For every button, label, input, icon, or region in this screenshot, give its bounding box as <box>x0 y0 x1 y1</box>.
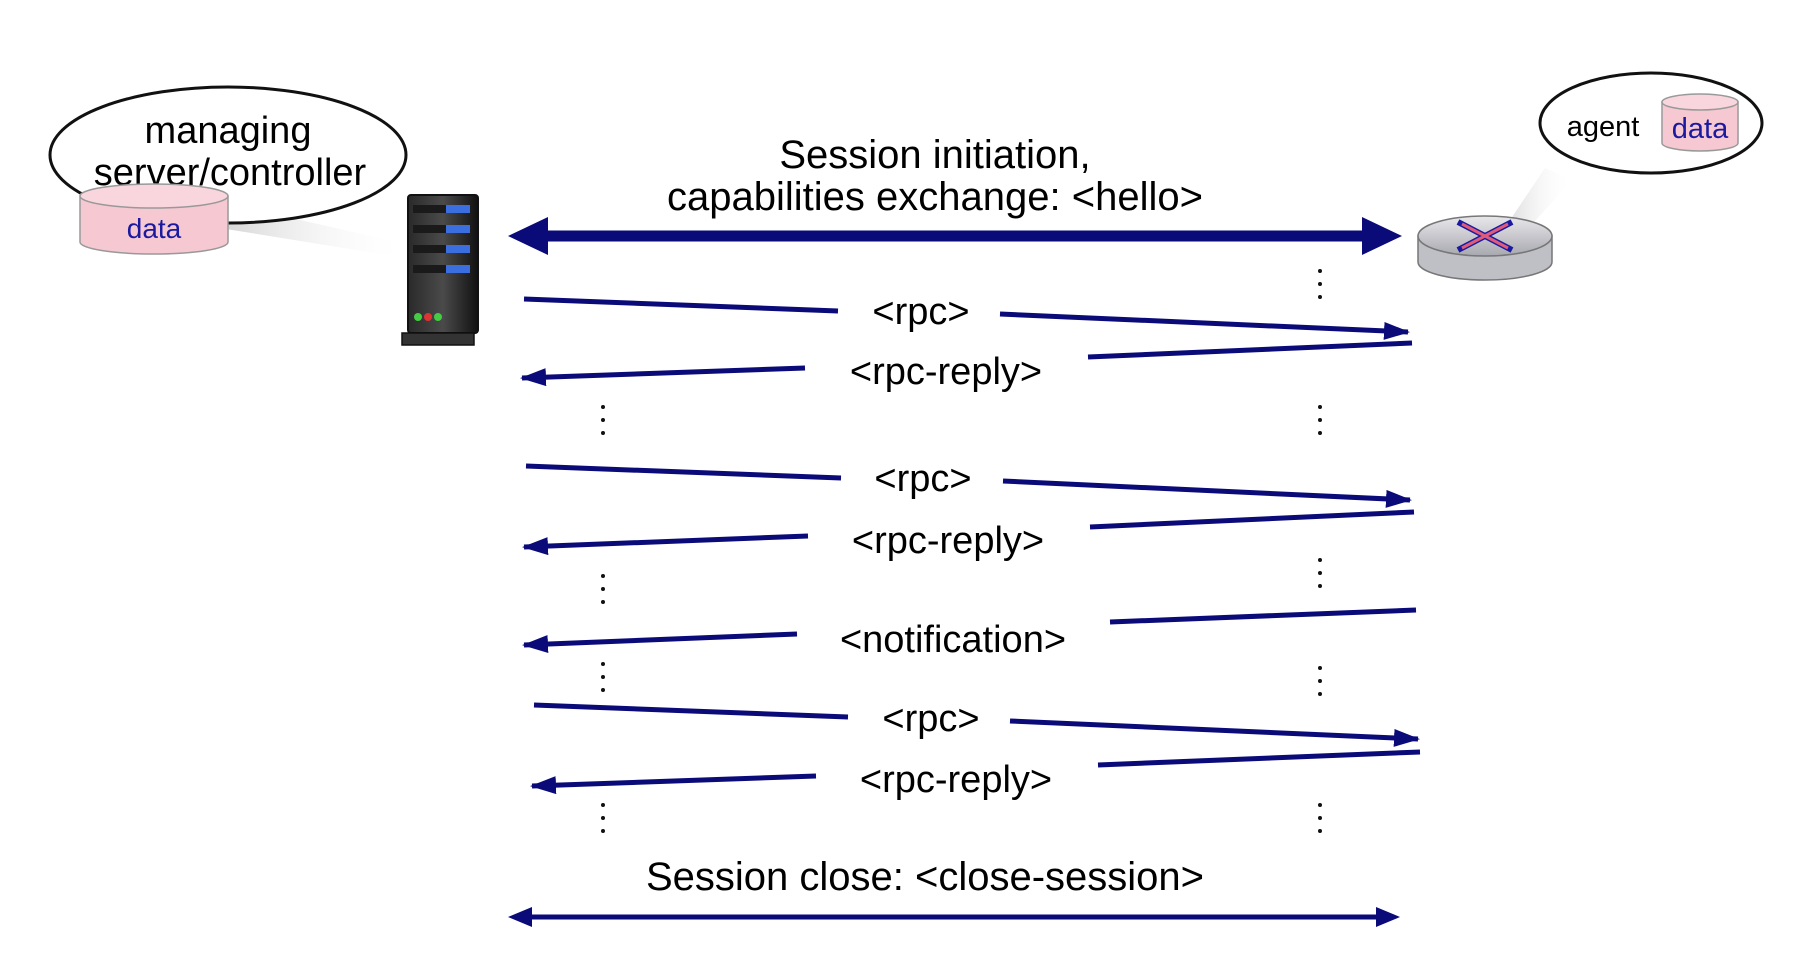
manager-data-store: data <box>79 183 229 255</box>
rpc-reply-message-1: <rpc-reply> <box>520 340 1413 393</box>
rpc-message-2: <rpc> <box>525 458 1412 508</box>
rpc-reply-label-1: <rpc-reply> <box>850 351 1042 393</box>
rpc-label-3: <rpc> <box>882 698 979 740</box>
rpc-label-2: <rpc> <box>874 458 971 500</box>
hello-arrowhead-left <box>508 217 548 255</box>
close-session-exchange: Session close: <close-session> <box>508 855 1400 927</box>
router-icon <box>1417 215 1553 281</box>
agent-label: agent <box>1567 111 1640 143</box>
agent-data-label: data <box>1672 113 1729 145</box>
rpc-reply-label-3: <rpc-reply> <box>860 759 1052 801</box>
hello-label-line1: Session initiation, <box>779 133 1090 177</box>
close-arrowhead-right <box>1376 907 1400 927</box>
rpc-reply-label-2: <rpc-reply> <box>852 520 1044 562</box>
manager-bubble-line1: managing <box>145 110 312 152</box>
notification-label: <notification> <box>840 619 1066 661</box>
rpc-label-1: <rpc> <box>872 291 969 333</box>
rpc-message-1: <rpc> <box>523 291 1410 340</box>
hello-label-line2: capabilities exchange: <hello> <box>667 175 1203 219</box>
agent-bubble: agent data <box>1538 71 1764 175</box>
manager-data-label: data <box>127 213 182 244</box>
notification-message: <notification> <box>522 607 1417 661</box>
rpc-reply-message-3: <rpc-reply> <box>530 749 1421 801</box>
close-arrowhead-left <box>508 907 532 927</box>
hello-arrowhead-right <box>1362 217 1402 255</box>
timeline-dots <box>601 269 1322 833</box>
rpc-message-3: <rpc> <box>533 698 1420 747</box>
close-session-label: Session close: <close-session> <box>646 855 1204 899</box>
hello-exchange: Session initiation, capabilities exchang… <box>508 133 1402 255</box>
server-icon <box>401 194 479 346</box>
rpc-reply-message-2: <rpc-reply> <box>522 509 1415 562</box>
